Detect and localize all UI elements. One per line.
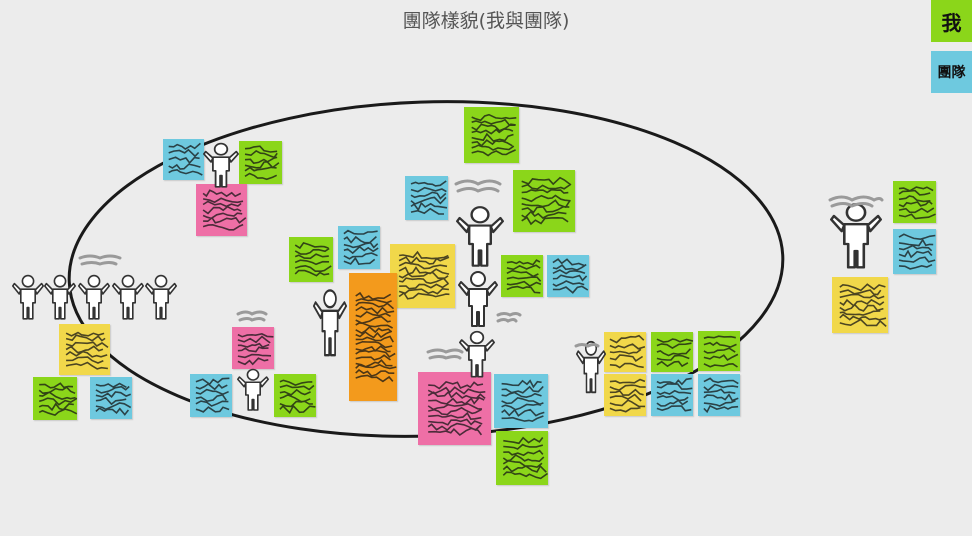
sticky-note[interactable]	[190, 374, 232, 417]
legend-me-label: 我	[941, 10, 962, 35]
sticky-note[interactable]	[832, 277, 888, 333]
sticky-note[interactable]	[289, 237, 333, 282]
person-icon	[830, 202, 882, 272]
person-icon	[458, 270, 498, 330]
sticky-note[interactable]	[893, 181, 936, 223]
scribble-icon	[552, 258, 589, 294]
sticky-note[interactable]	[893, 229, 936, 274]
scribble-icon	[898, 233, 936, 270]
scribble-icon	[168, 142, 203, 176]
sticky-note[interactable]	[604, 332, 646, 372]
sticky-note[interactable]	[547, 255, 589, 297]
sticky-note[interactable]	[651, 332, 693, 372]
scribble-icon	[202, 189, 247, 231]
sticky-note[interactable]	[604, 374, 646, 416]
scribble-icon	[343, 229, 379, 266]
sticky-note[interactable]	[33, 377, 77, 420]
scribble-icon	[279, 379, 316, 415]
scribble-icon	[237, 333, 274, 366]
scribble-icon	[839, 283, 887, 327]
scribble-icon	[427, 380, 486, 437]
sticky-note[interactable]	[698, 331, 740, 371]
page-title: 團隊樣貌(我與團隊)	[402, 10, 570, 32]
scribble-icon	[898, 186, 936, 220]
scribble-icon	[609, 334, 646, 369]
person-icon	[459, 330, 495, 380]
person-icon	[44, 274, 76, 322]
scribble-icon	[294, 241, 332, 277]
scribble-icon	[656, 338, 693, 368]
sticky-note[interactable]	[338, 226, 380, 269]
sticky-note[interactable]	[494, 374, 548, 428]
sticky-note[interactable]	[464, 107, 519, 163]
sticky-note[interactable]	[513, 170, 575, 232]
scribble-icon	[195, 377, 230, 413]
scribble-icon	[502, 436, 548, 480]
sticky-note[interactable]	[59, 324, 110, 375]
scribble-icon	[656, 377, 693, 412]
person-icon	[112, 274, 144, 322]
sticky-note[interactable]	[163, 139, 204, 180]
person-icon	[203, 142, 239, 190]
scribble-icon	[506, 259, 542, 294]
scribble-icon	[355, 291, 397, 383]
scribble-icon	[65, 331, 109, 370]
scribble-icon	[521, 176, 572, 226]
scribble-icon	[703, 377, 739, 414]
scribble-icon	[398, 250, 450, 300]
sticky-note[interactable]	[232, 327, 274, 369]
sticky-note[interactable]	[390, 244, 455, 308]
sticky-note[interactable]	[239, 141, 282, 184]
scribble-icon	[38, 382, 77, 416]
person-icon	[237, 368, 269, 413]
person-icon	[456, 205, 504, 270]
person-icon	[12, 274, 44, 322]
legend-team: 團隊	[931, 51, 972, 93]
scribble-icon	[410, 180, 448, 215]
scribble-icon	[471, 113, 517, 157]
scribble-icon	[703, 335, 739, 368]
legend-team-label: 團隊	[937, 65, 966, 81]
sticky-note[interactable]	[418, 372, 491, 445]
sticky-note[interactable]	[349, 273, 397, 401]
person-icon	[576, 340, 606, 396]
sticky-note[interactable]	[651, 374, 693, 416]
person-icon	[78, 274, 110, 322]
sticky-note[interactable]	[274, 374, 316, 417]
person-icon	[313, 288, 347, 360]
sticky-note[interactable]	[496, 431, 548, 485]
sticky-note[interactable]	[90, 377, 132, 419]
scribble-icon	[609, 378, 646, 413]
sticky-note[interactable]	[196, 184, 247, 236]
scribble-icon	[501, 379, 545, 423]
legend-me: 我	[931, 0, 972, 42]
sticky-note[interactable]	[698, 374, 740, 416]
sticky-note[interactable]	[501, 255, 543, 297]
sticky-note[interactable]	[405, 176, 448, 220]
person-icon	[145, 274, 177, 322]
scribble-icon	[244, 145, 280, 181]
scribble-icon	[95, 382, 132, 416]
